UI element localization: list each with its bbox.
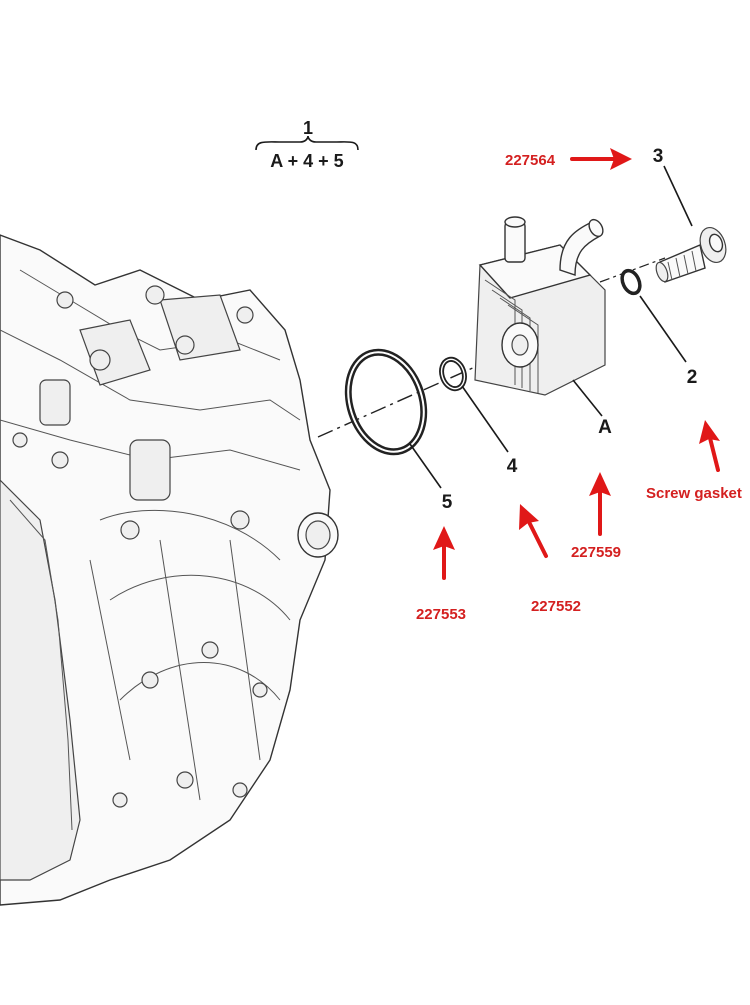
leader-5 [409, 443, 442, 489]
group-formula: A + 4 + 5 [270, 151, 343, 171]
group-number: 1 [303, 118, 313, 138]
part-number-227553: 227553 [416, 606, 466, 623]
part-number-227552: 227552 [531, 598, 581, 615]
red-arrow-227553 [433, 526, 455, 580]
part-number-227559: 227559 [571, 544, 621, 561]
part-number-227564: 227564 [505, 152, 556, 169]
callout-A: A [598, 417, 612, 438]
red-arrow-227552 [519, 504, 548, 558]
red-arrow-227564 [570, 148, 632, 170]
part-label-screw-gasket: Screw gasket [646, 485, 742, 502]
callout-2: 2 [687, 367, 698, 388]
leader-2 [639, 295, 687, 363]
group-brace [255, 135, 359, 151]
red-arrow-227559 [589, 472, 611, 536]
banjo-bolt-drawing [655, 226, 727, 283]
leader-4 [461, 385, 509, 453]
washer-drawing [620, 268, 642, 296]
leader-3 [663, 165, 693, 227]
leader-A [572, 379, 603, 417]
o-ring-small [439, 356, 467, 392]
callout-4: 4 [507, 456, 518, 477]
callout-5: 5 [442, 492, 453, 513]
red-arrow-screw-gasket [699, 420, 720, 472]
callout-3: 3 [653, 146, 664, 167]
transmission-housing-drawing [0, 234, 339, 906]
bolt-axis-line [599, 257, 666, 283]
group-header: 1 A + 4 + 5 [255, 118, 359, 171]
oil-cooler-drawing [474, 216, 606, 396]
o-ring-large [344, 348, 428, 456]
